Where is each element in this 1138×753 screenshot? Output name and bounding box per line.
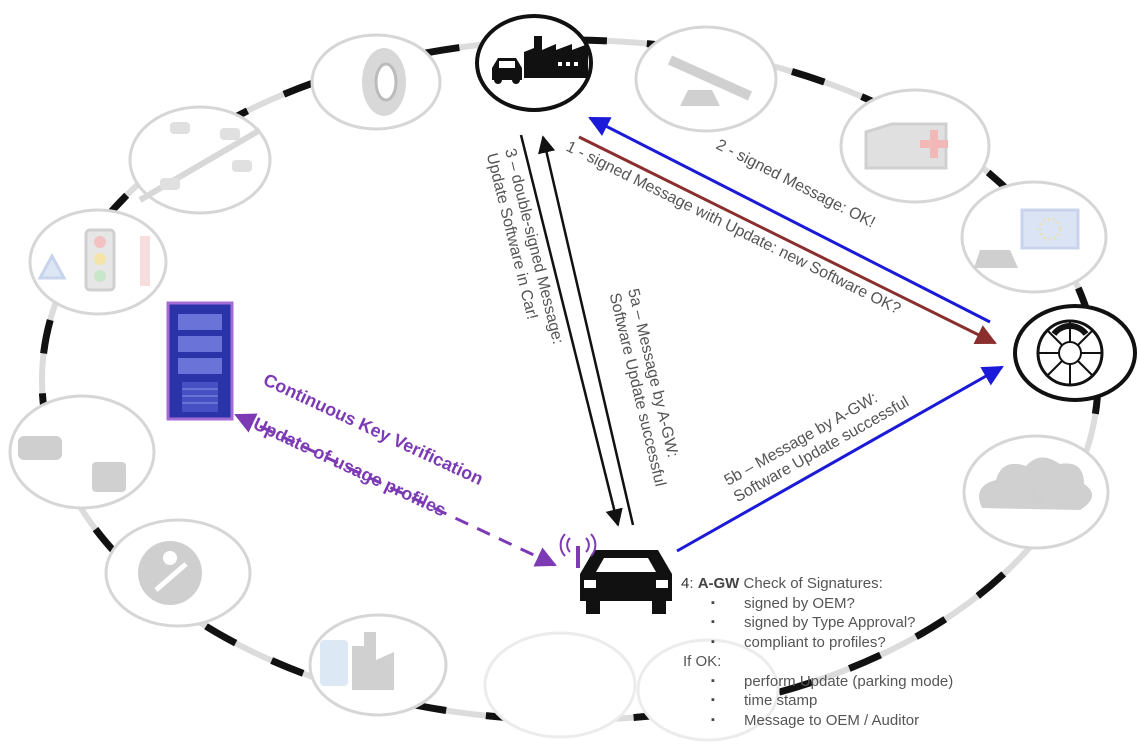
arrow-step1-red: [578, 135, 997, 345]
eu-registration-icon: [960, 180, 1108, 294]
breakdown-icon: [8, 394, 156, 510]
step3-label-group: 3 – double-signed Message: Update Softwa…: [483, 147, 567, 346]
arrow-step3-down: [519, 134, 623, 527]
ambulance-icon: [839, 88, 991, 204]
arrow-step2-blue: [588, 116, 991, 324]
usage-profiles-label: Update of usage profiles: [250, 413, 449, 520]
recycling-factory-icon: [308, 613, 448, 717]
list-item: signed by Type Approval?: [681, 613, 1121, 633]
arrow-step5a-up: [538, 135, 635, 526]
tire-icon: [310, 33, 442, 131]
list-item: Message to OEM / Auditor: [681, 711, 1121, 731]
factory-car-icon: [492, 36, 588, 84]
signature-checks: 4: A-GW Check of Signatures: signed by O…: [681, 574, 1121, 730]
list-item: time stamp: [681, 691, 1121, 711]
signature-check-list: signed by OEM? signed by Type Approval? …: [681, 594, 1121, 653]
checks-title-text: Check of Signatures:: [739, 575, 883, 592]
traffic-light-icon: [28, 208, 168, 316]
checks-step-number: 4: [681, 575, 690, 592]
co2-label: CO₂: [1007, 485, 1046, 507]
list-item: signed by OEM?: [681, 594, 1121, 614]
list-item: perform Update (parking mode): [681, 672, 1121, 692]
ok-action-list: perform Update (parking mode) time stamp…: [681, 672, 1121, 731]
co2-icon: CO₂: [962, 434, 1110, 550]
checks-actor: A-GW: [697, 575, 740, 592]
type-approval-seal-icon: [1036, 319, 1104, 387]
arrow-step5b-blue: [676, 365, 1004, 553]
if-ok-label: If OK:: [683, 653, 722, 670]
checks-title: 4: A-GW Check of Signatures:: [681, 575, 883, 592]
step5b-label-group: 5b – Message by A-GW: Software Update su…: [722, 389, 912, 506]
traffic-jam-icon: [128, 105, 272, 215]
faded-lifecycle-icons: CO₂: [8, 25, 1110, 742]
repair-wrench-icon: [634, 25, 778, 133]
seatbelt-icon: [104, 518, 252, 628]
connected-car-icon: [559, 533, 672, 614]
server-icon: [166, 301, 234, 421]
oem-factory-node: [475, 14, 593, 112]
type-approval-node: [1013, 304, 1137, 402]
list-item: compliant to profiles?: [681, 633, 1121, 653]
step5b-label-line2: Software Update successful: [731, 394, 912, 506]
arrow-key-verification: [234, 413, 557, 567]
